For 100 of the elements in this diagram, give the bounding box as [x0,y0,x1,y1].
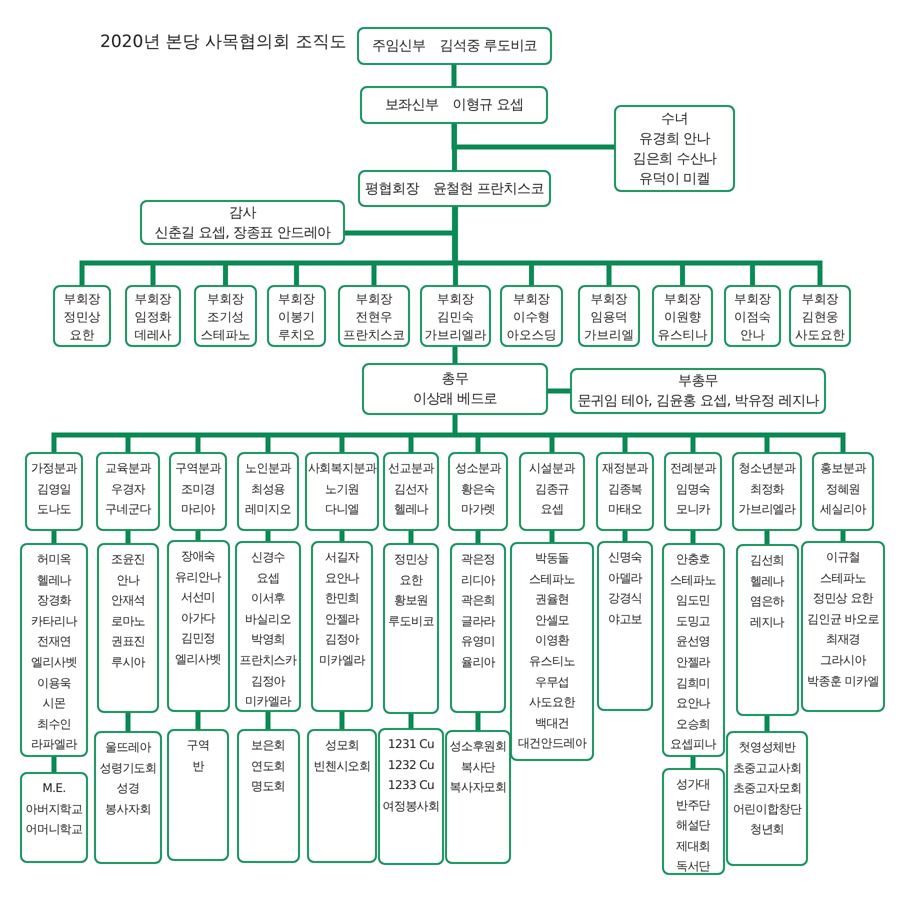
box-text: 대건안드레아 [518,735,586,752]
box-text: 부총무 [678,372,718,391]
box-text: 프란치스코 [342,326,405,344]
box-text: 이규철 [826,549,860,566]
box-text: 성소분과 [455,460,501,477]
box-text: 마리아 [180,501,216,518]
box-text: 김현웅 [801,308,839,326]
box-text: 그라시아 [820,652,866,669]
box-text: 곽은정 [460,551,496,568]
box-text: 부회장 [278,290,316,308]
box-text: 평협회장 [365,180,419,198]
box-text: 부회장 [134,290,172,308]
org-box [664,452,722,531]
box-text: 모니카 [676,501,710,518]
box-text: 안재석 [110,592,146,610]
box-text: 신춘길 요셉, 장종표 안드레아 [154,224,331,242]
box-text: 정혜원 [826,480,860,498]
org-box [140,200,345,245]
box-text: 정민상 요한 [812,590,874,608]
box-text: 빈첸시오회 [313,758,370,775]
box-text: 정민상 [63,308,101,326]
box-text: 사회복지분과 [308,460,376,477]
box-text: 다니엘 [324,501,360,518]
box-text: 반 [192,758,204,775]
box-text: 요안나 [324,570,360,587]
box-text: 초중고자모회 [732,780,802,798]
org-box [732,452,802,531]
box-text: 부회장 [63,290,101,308]
org-box [53,285,111,347]
box-text: 엘리사벳 [31,654,77,671]
box-text: 전재연 [36,633,72,650]
box-text: 리디아 [460,572,496,589]
org-box [450,543,506,713]
connector-line [196,712,200,729]
connector-line [452,347,458,363]
box-text: 1232 Cu [388,756,434,774]
box-text: 최성용 [250,480,286,498]
box-text: 레지나 [750,614,784,631]
box-text: 김종복 [608,480,642,498]
box-text: 보좌신부 [384,96,438,115]
box-text: 최재경 [826,631,860,648]
box-text: 우경자 [110,480,146,498]
box-text: 김석중 루도비코 [439,37,538,56]
connector-line [452,65,456,86]
box-text: 시몬 [42,695,66,712]
box-text: 주임신부 [372,37,426,56]
box-text: 아버지학교 [25,800,82,818]
org-box [801,541,885,712]
org-box [652,285,713,347]
box-text: 한민희 [324,590,360,608]
box-text: 이점숙 [734,308,772,326]
org-box [20,772,88,863]
org-box [445,730,511,864]
box-text: 장경화 [36,592,72,610]
org-box [578,285,640,347]
box-text: 아가다 [180,610,216,627]
box-text: 조기성 [206,308,244,326]
org-box [596,452,654,531]
box-text: 미카엘라 [245,693,291,710]
box-text: 복사자모회 [449,779,506,796]
connector-line [340,712,344,729]
box-text: 루시아 [110,654,146,671]
connector-line [690,531,696,543]
box-text: 안나 [116,572,140,589]
box-text: 윤선영 [676,633,710,650]
box-text: 안젤라 [324,610,360,628]
org-box [25,452,83,531]
box-text: 김민정 [180,630,216,648]
connector-line [476,713,480,730]
org-box [597,541,653,711]
org-box [736,544,798,716]
org-box [383,543,439,714]
box-text: 가브리엘 [584,326,634,344]
box-text: 최정화 [750,480,784,498]
box-text: 이봉기 [278,308,316,326]
box-text: 총무 [442,370,468,389]
org-box [789,285,851,347]
box-text: 구역 [186,737,210,754]
box-text: 김은희 수산나 [632,150,717,168]
box-text: 부회장 [512,290,550,308]
box-text: 바실리오 [245,610,291,628]
chart-title: 2020년 본당 사목협의회 조직도 [100,31,346,53]
org-box [378,728,444,865]
box-text: 박영희 [250,631,286,648]
box-text: 부회장 [355,290,393,308]
box-text: 김인균 바오로 [807,610,879,628]
box-text: 요한 [400,572,422,589]
box-text: 이원향 [664,308,702,326]
box-text: 울뜨레아 [105,739,151,756]
box-text: 전현우 [355,308,393,326]
box-text: 첫영성체반 [738,739,796,756]
box-text: 김정아 [250,672,286,690]
box-text: 아델라 [608,570,642,587]
box-text: 노인분과 [245,460,291,477]
box-text: 명도회 [250,778,286,796]
box-text: 유스티노 [529,652,575,670]
box-text: 임용덕 [590,308,628,326]
connector-line [266,531,270,541]
org-box [236,729,300,863]
connector-line [196,531,200,540]
